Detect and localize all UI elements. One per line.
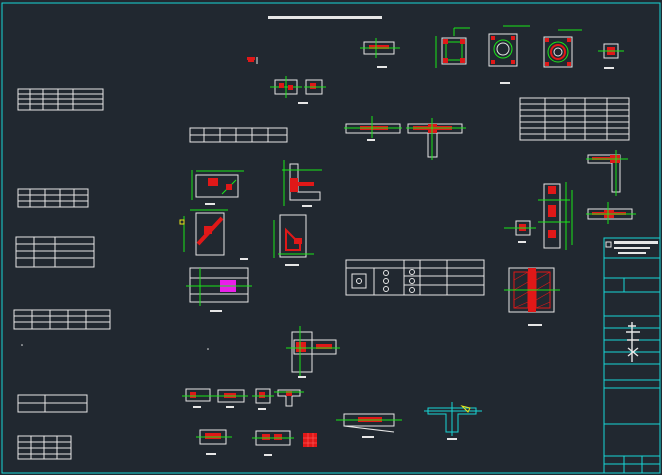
detail-hatched-section [504,267,560,326]
detail-column-square-1 [435,27,470,68]
detail-bottom-4 [274,389,304,407]
detail-column-circle-1 [488,25,530,84]
left-table-6 [17,435,72,460]
left-table-3 [15,236,95,268]
detail-bottom-2 [214,389,248,408]
stray-dot-1 [21,344,23,346]
detail-top-beam-2 [360,38,400,68]
detail-small-red-mark [247,57,258,64]
detail-column-elevation [538,182,573,250]
detail-bottom-3 [252,388,274,410]
detail-diagonal-brace [179,209,248,260]
legend-table [345,259,485,296]
detail-bottom-5 [196,429,232,455]
detail-column-beam-junction [286,326,340,378]
detail-bottom-cyan-tee [424,402,482,440]
left-table-2 [17,188,89,208]
detail-beam-joint-1 [270,76,326,104]
left-table-5 [17,394,88,413]
detail-bottom-6 [252,430,294,456]
detail-beam-continuity [344,116,402,141]
center-table-1 [189,127,288,143]
detail-small-column-3 [598,43,624,69]
detail-bottom-1 [182,388,214,408]
detail-bottom-beam [336,413,402,438]
left-table-4 [13,309,111,330]
detail-magenta-beam [186,267,252,312]
title-block [603,237,661,474]
detail-corbel-1 [191,170,244,205]
right-table-1 [519,97,630,141]
detail-bottom-red-block [303,433,317,447]
left-table-1 [17,88,104,111]
detail-small-joint-right [504,220,536,243]
detail-column-circle-2 [543,29,582,68]
detail-corner-joint [586,150,628,196]
stray-dot-2 [207,348,209,350]
detail-beam-tee [406,118,466,160]
sheet-title-bar [268,16,382,19]
detail-beam-right [586,202,636,224]
detail-haunch [273,214,314,266]
detail-wall-step [282,160,322,207]
